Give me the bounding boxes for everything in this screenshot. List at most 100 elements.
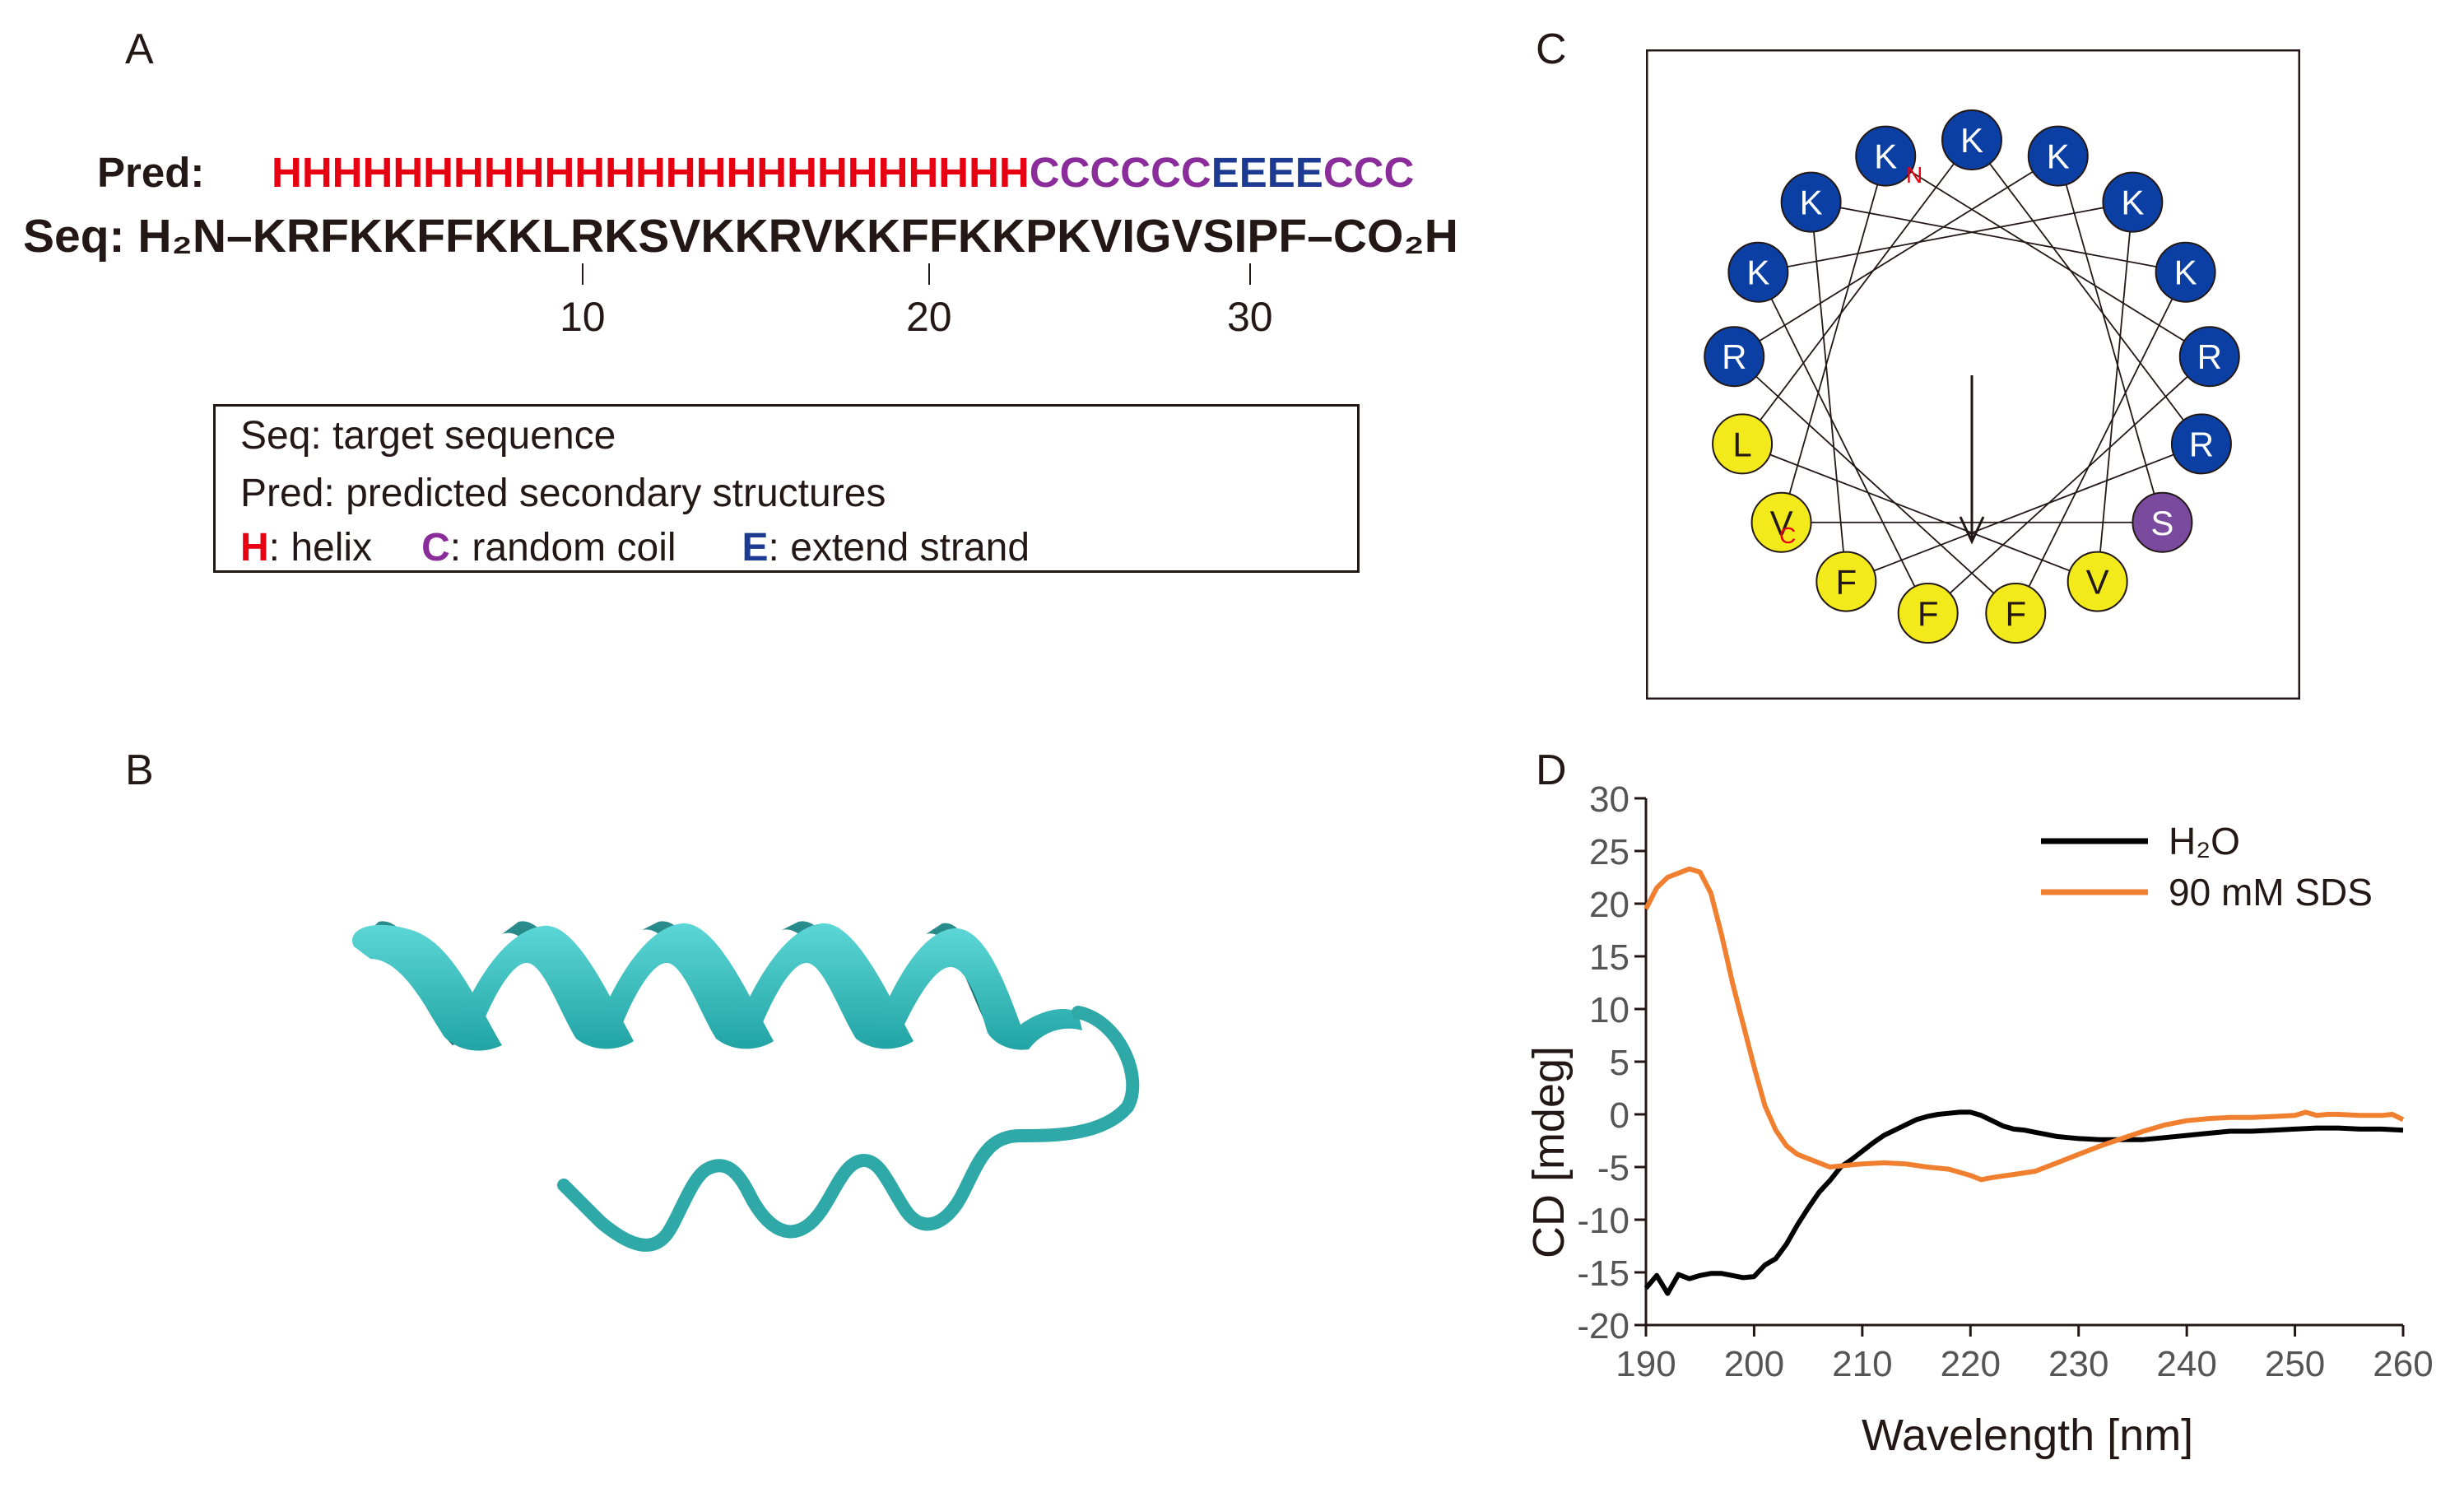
wheel-connector	[2096, 202, 2134, 582]
y-tick-label: 5	[1610, 1043, 1629, 1083]
y-tick-label: 15	[1589, 937, 1629, 978]
legend-entry: 90 mM SDS	[2169, 871, 2373, 914]
c-terminus-marker: C	[1779, 523, 1796, 548]
sequence-row: Seq: H₂N–KRFKKFFKKLRKSVKKRVKKFFKKPKVIGVS…	[23, 210, 1458, 263]
wheel-connectors	[1733, 139, 2211, 614]
wheel-connector	[1741, 139, 1973, 444]
residue-label: F	[1918, 594, 1939, 633]
x-tick-label: 240	[2156, 1344, 2216, 1384]
residue-label: K	[1960, 121, 1983, 160]
wheel-connector	[2015, 272, 2187, 614]
residue-circle	[1712, 413, 1774, 475]
wheel-connector	[1780, 156, 1887, 523]
tick-20	[928, 263, 930, 285]
wheel-frame	[1646, 49, 2300, 700]
residue-circle	[2027, 125, 2089, 187]
ribbon-structure-figure	[352, 921, 1140, 1252]
series-line-1	[1643, 866, 2405, 1183]
wheel-connector	[1811, 201, 2186, 273]
wheel-connector	[1741, 443, 2098, 583]
panel-label-c: C	[1536, 26, 1567, 73]
coil-tail	[557, 1006, 1140, 1252]
y-tick-label: -5	[1597, 1148, 1629, 1188]
residue-circle	[1897, 583, 1959, 644]
tick-label-10: 10	[560, 294, 606, 340]
pred-segment-coil-end: CCC	[1323, 149, 1415, 196]
residue-label: K	[1800, 184, 1823, 222]
y-tick-label: -10	[1577, 1201, 1629, 1241]
x-tick-label: 230	[2048, 1344, 2108, 1384]
legend-h-desc: : helix	[268, 526, 373, 570]
legend-c-key: C	[421, 526, 450, 570]
panel-label-a: A	[125, 26, 154, 73]
y-tick-label: 10	[1589, 990, 1629, 1030]
helix-front-segments	[352, 923, 1082, 1051]
residue-circle	[1855, 125, 1917, 187]
panel-label-b: B	[125, 746, 154, 794]
wheel-connector	[1810, 202, 1848, 582]
tick-label-20: 20	[906, 294, 952, 340]
residue-circle	[1815, 551, 1877, 612]
residue-circle	[2155, 241, 2216, 303]
residue-label: L	[1732, 425, 1751, 463]
x-tick-label: 190	[1616, 1344, 1676, 1384]
residue-label: R	[1722, 337, 1746, 376]
residue-label: K	[1874, 137, 1897, 176]
wheel-connector	[1733, 155, 2059, 358]
residue-circle	[1941, 109, 2002, 170]
residue-circle	[2178, 326, 2240, 388]
residue-label: R	[2189, 425, 2214, 463]
residue-circle	[2067, 551, 2128, 612]
residue-label: K	[2174, 253, 2197, 292]
pred-label: Pred:	[97, 149, 205, 196]
legend-h-key: H	[240, 526, 269, 570]
legend-pred: Pred: predicted secondary structures	[240, 472, 886, 515]
residue-circle	[2132, 491, 2193, 553]
y-tick-label: 25	[1589, 832, 1629, 872]
residue-label: V	[1770, 504, 1793, 542]
residue-label: K	[2121, 184, 2144, 222]
legend-seq: Seq: target sequence	[240, 414, 616, 458]
chart-xlabel: Wavelength [nm]	[1862, 1411, 2193, 1460]
series-line-0	[1643, 1109, 2404, 1296]
residue-label: F	[1836, 563, 1857, 602]
wheel-connector	[1757, 272, 1929, 614]
residue-circle	[1704, 326, 1765, 388]
wheel-connector	[1758, 201, 2133, 273]
wheel-connector	[1971, 139, 2202, 444]
residue-circle	[2170, 413, 2232, 475]
residue-circle	[1750, 491, 1812, 553]
x-tick-label: 250	[2265, 1344, 2325, 1384]
y-tick-label: -15	[1577, 1253, 1629, 1294]
tick-10	[582, 263, 583, 285]
tick-30	[1249, 263, 1251, 285]
residue-label: K	[1746, 253, 1769, 292]
pred-segment-coil: CCCCCC	[1029, 149, 1211, 196]
x-tick-label: 220	[1941, 1344, 2001, 1384]
y-tick-label: 30	[1589, 779, 1629, 820]
residue-circle	[1727, 241, 1789, 303]
residue-label: K	[2047, 137, 2070, 176]
x-tick-label: 260	[2373, 1344, 2433, 1384]
prediction-row: Pred: HHHHHHHHHHHHHHHHHHHHHHHHHCCCCCCEEEE…	[97, 148, 1414, 197]
wheel-connector	[1885, 155, 2211, 358]
wheel-connector	[1927, 356, 2211, 614]
pred-segment-helix: HHHHHHHHHHHHHHHHHHHHHHHHH	[272, 149, 1030, 196]
chart-ylabel: CD [mdeg]	[1524, 1046, 1574, 1258]
legend-e-desc: : extend strand	[768, 526, 1030, 570]
y-tick-label: -20	[1577, 1306, 1629, 1346]
residue-circle	[1985, 583, 2047, 644]
tick-label-30: 30	[1227, 294, 1273, 340]
pred-segment-strand: EEEE	[1211, 149, 1323, 196]
n-terminus-marker: N	[1906, 162, 1922, 188]
y-tick-label: 0	[1610, 1095, 1629, 1136]
wheel-connector	[1733, 356, 2016, 614]
y-tick-label: 20	[1589, 885, 1629, 925]
wheel-connector	[2057, 156, 2164, 523]
x-tick-label: 200	[1724, 1344, 1784, 1384]
structure-legend: Seq: target sequence Pred: predicted sec…	[213, 404, 1360, 573]
